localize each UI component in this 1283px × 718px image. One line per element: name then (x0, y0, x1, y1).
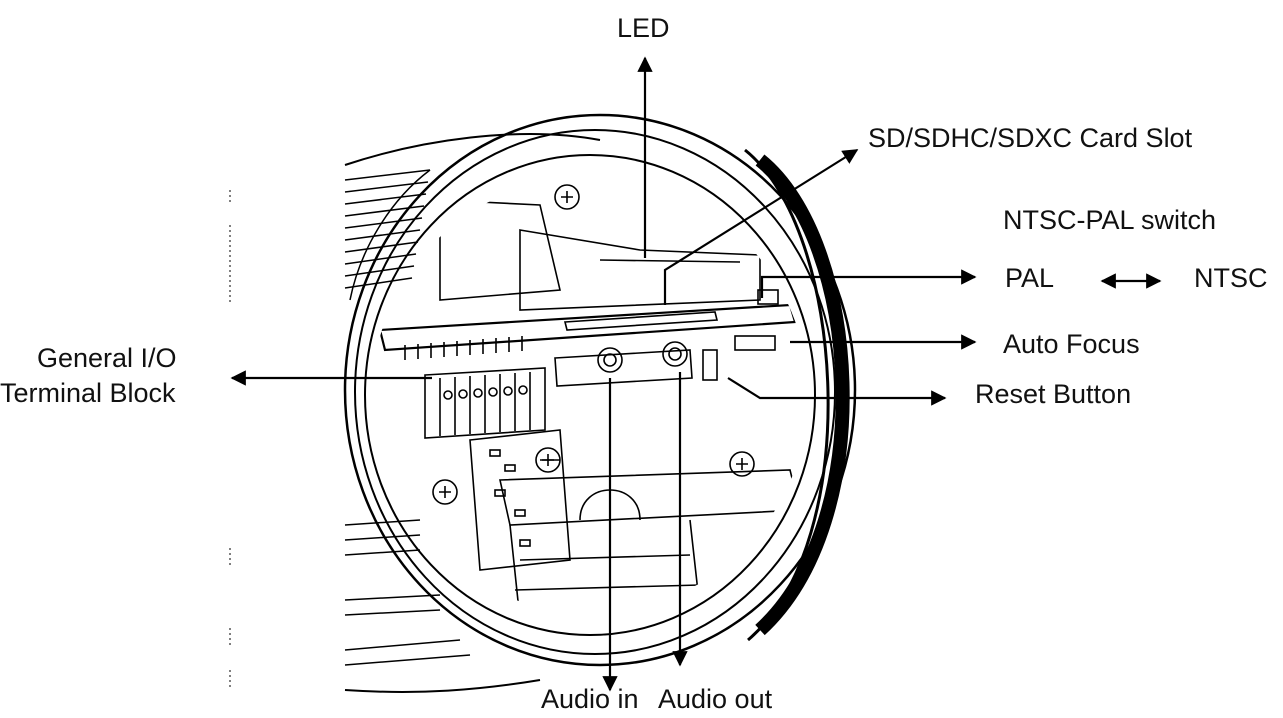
housing-fins (344, 169, 471, 666)
housing-rings (343, 113, 857, 667)
audio-jacks (554, 341, 693, 387)
general-io-label-line1: General I/O (37, 343, 177, 373)
reset-button-arrow (727, 377, 947, 406)
ntsc-pal-switch-label: NTSC-PAL switch (1003, 205, 1217, 235)
pcb-components (489, 449, 531, 547)
terminal-pins (404, 336, 523, 360)
auto-focus-label: Auto Focus (1003, 329, 1140, 359)
auto-focus-shape (734, 335, 776, 351)
ntsc-label: NTSC (1194, 263, 1268, 293)
terminal-block (424, 367, 546, 439)
camera-interior (378, 184, 802, 613)
general-io-label-line2: Terminal Block (0, 378, 176, 408)
reset-button-shape (702, 349, 718, 381)
camera-housing (344, 133, 601, 693)
led-label: LED (617, 13, 670, 43)
sd-slot-label: SD/SDHC/SDXC Card Slot (868, 123, 1193, 153)
sd-slot-arrow (663, 149, 859, 305)
pointer-lines (230, 56, 1162, 692)
pal-arrow (760, 269, 977, 298)
ntsc-switch-shape (757, 289, 779, 305)
reset-button-label: Reset Button (975, 379, 1132, 409)
pal-label: PAL (1005, 263, 1055, 293)
audio-in-label: Audio in (541, 684, 639, 714)
audio-out-label: Audio out (658, 684, 773, 714)
